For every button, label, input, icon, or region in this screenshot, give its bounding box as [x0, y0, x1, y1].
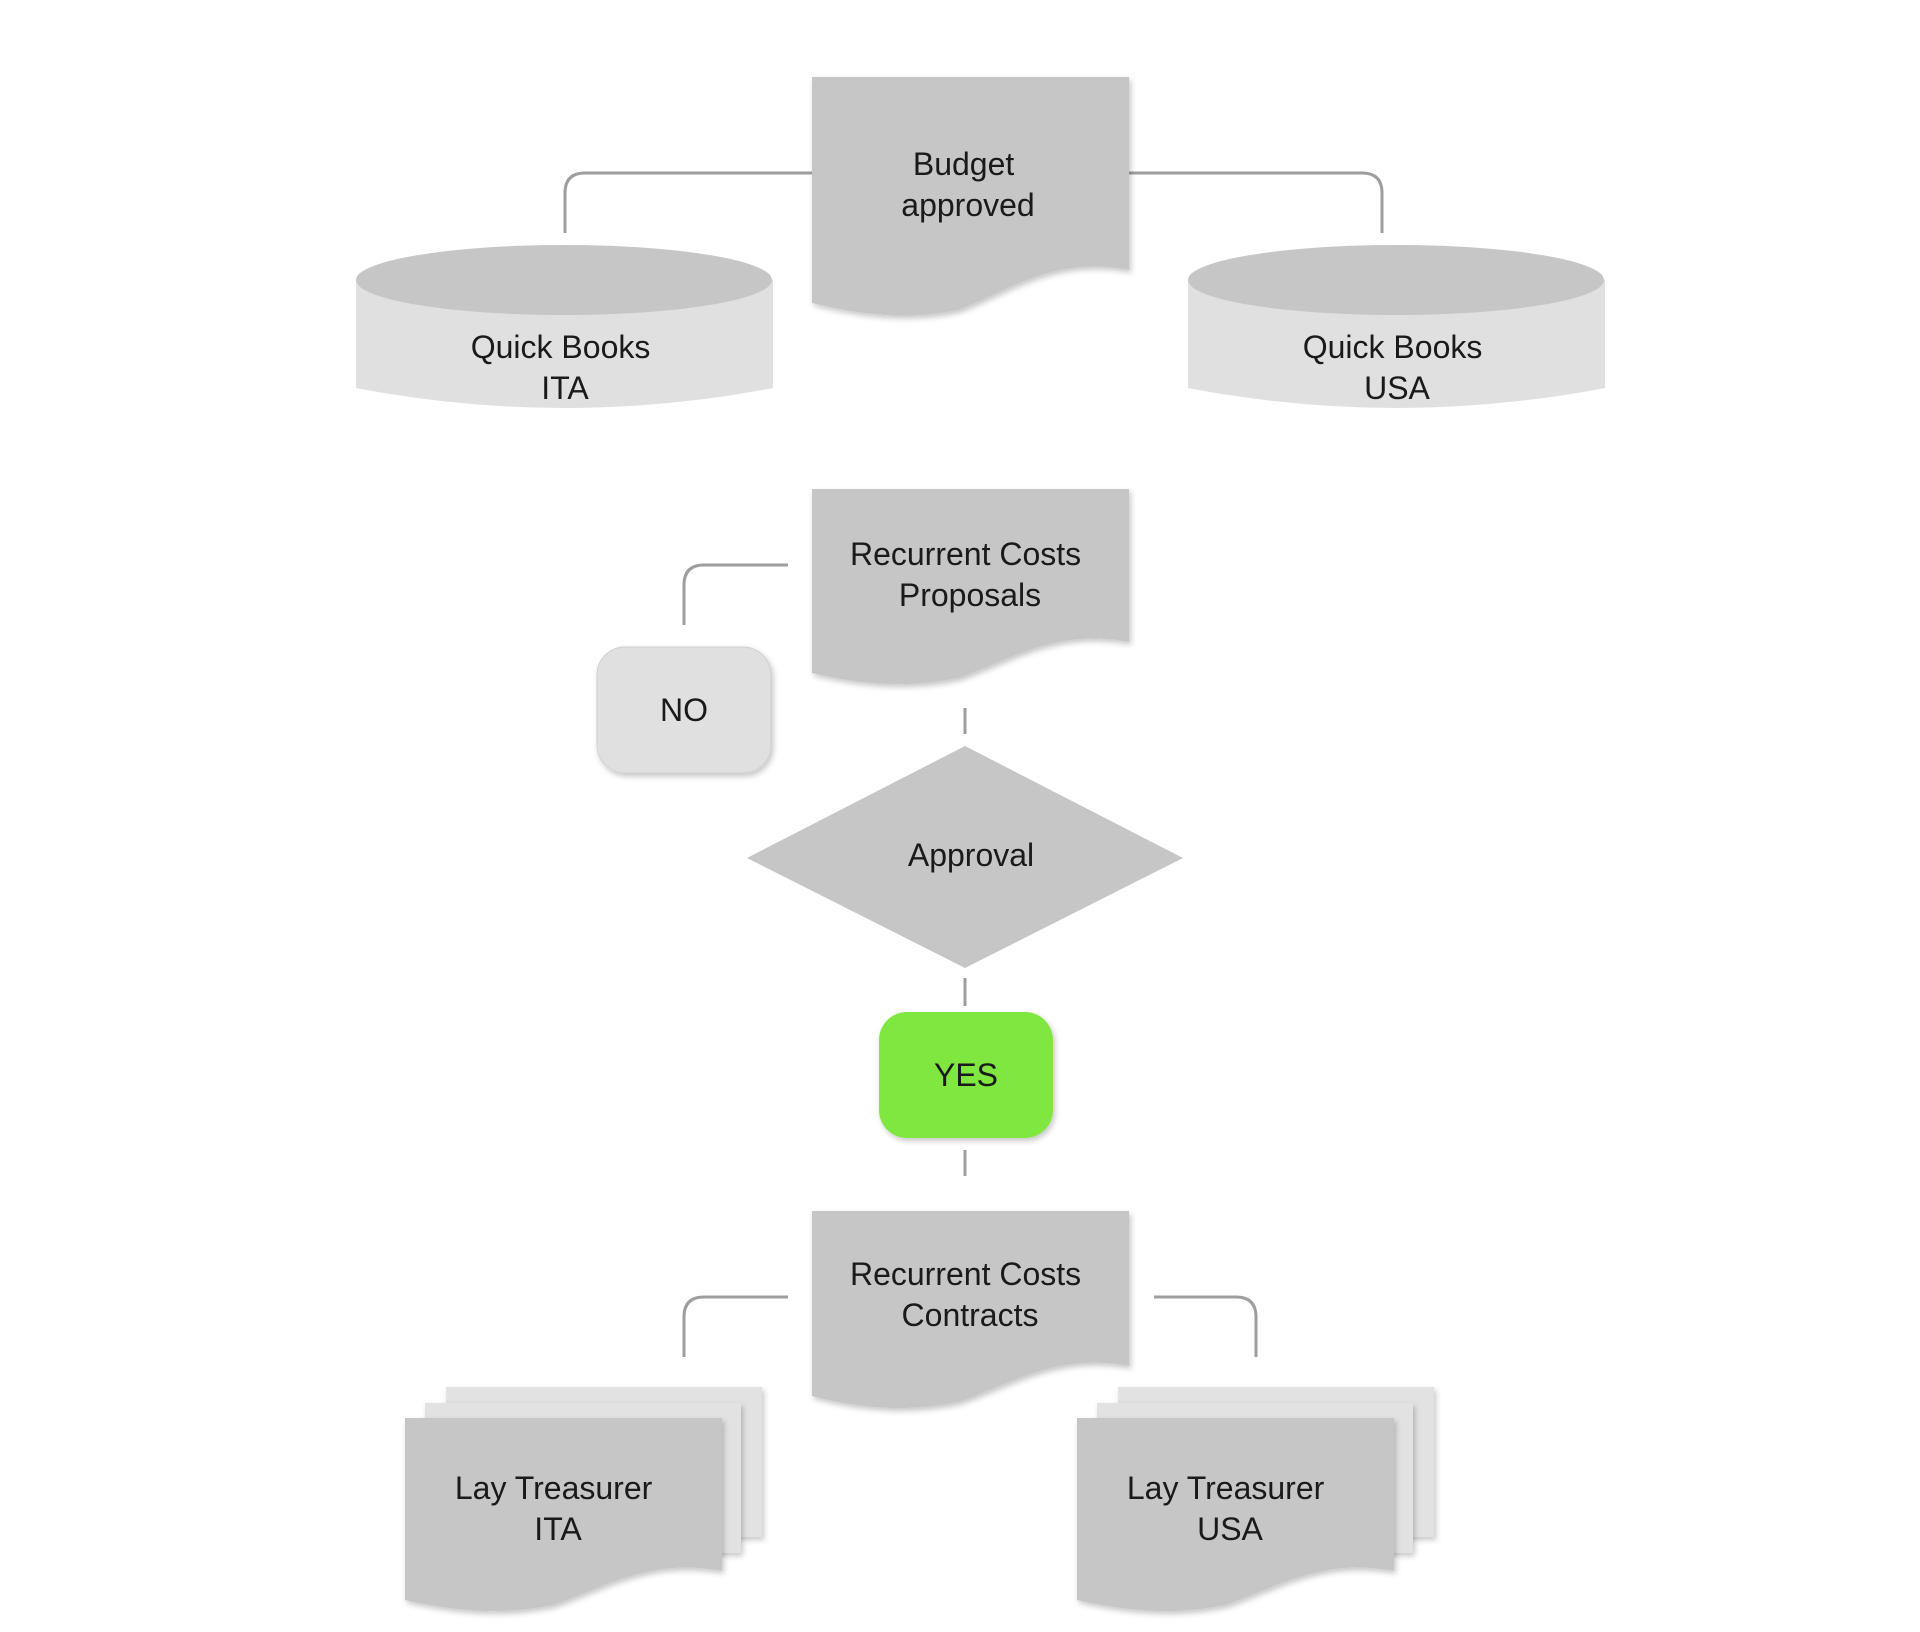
quick-books-ita-label: Quick Books ITA — [471, 329, 660, 406]
connector-contracts-to-lay-ita — [682, 1295, 788, 1357]
qb-usa-line-2: USA — [1364, 370, 1430, 406]
quick-books-usa-label: Quick Books USA — [1303, 329, 1492, 406]
connector-proposals-to-no — [682, 563, 788, 625]
contracts-label: Recurrent Costs Contracts — [850, 1256, 1090, 1333]
budget-approved-label: Budget approved — [901, 146, 1034, 223]
qb-ita-line-2: ITA — [541, 370, 589, 406]
lay-treasurer-usa-multidocument[interactable]: Lay Treasurer USA — [1077, 1387, 1434, 1612]
proposals-line-1: Recurrent Costs — [850, 536, 1081, 572]
qb-ita-line-1: Quick Books — [471, 329, 651, 365]
quick-books-usa-database[interactable]: Quick Books USA — [1188, 245, 1605, 408]
quick-books-ita-database[interactable]: Quick Books ITA — [356, 245, 773, 408]
lay-ita-line-1: Lay Treasurer — [455, 1470, 653, 1506]
proposals-label: Recurrent Costs Proposals — [850, 536, 1090, 613]
lay-treasurer-ita-label: Lay Treasurer ITA — [455, 1470, 661, 1547]
connector-contracts-to-lay-usa — [1154, 1295, 1258, 1357]
lay-usa-line-1: Lay Treasurer — [1127, 1470, 1325, 1506]
budget-line-2: approved — [901, 187, 1034, 223]
qb-usa-line-1: Quick Books — [1303, 329, 1483, 365]
recurrent-costs-contracts-document[interactable]: Recurrent Costs Contracts — [812, 1211, 1129, 1409]
budget-line-1: Budget — [913, 146, 1015, 182]
approval-label: Approval — [908, 837, 1034, 873]
connector-budget-to-qb-ita — [563, 171, 812, 233]
budget-approved-document[interactable]: Budget approved — [812, 77, 1129, 316]
no-label: NO — [660, 692, 708, 728]
connector-budget-to-qb-usa — [1129, 171, 1384, 233]
lay-treasurer-usa-label: Lay Treasurer USA — [1127, 1470, 1333, 1547]
lay-treasurer-ita-multidocument[interactable]: Lay Treasurer ITA — [405, 1387, 762, 1612]
proposals-line-2: Proposals — [899, 577, 1041, 613]
yes-label: YES — [934, 1057, 998, 1093]
yes-terminal[interactable]: YES — [879, 1012, 1053, 1138]
contracts-line-1: Recurrent Costs — [850, 1256, 1081, 1292]
lay-ita-line-2: ITA — [534, 1511, 582, 1547]
recurrent-costs-proposals-document[interactable]: Recurrent Costs Proposals — [812, 489, 1129, 685]
no-terminal[interactable]: NO — [596, 646, 772, 774]
contracts-line-2: Contracts — [902, 1297, 1039, 1333]
approval-decision[interactable]: Approval — [747, 746, 1183, 968]
lay-usa-line-2: USA — [1197, 1511, 1263, 1547]
